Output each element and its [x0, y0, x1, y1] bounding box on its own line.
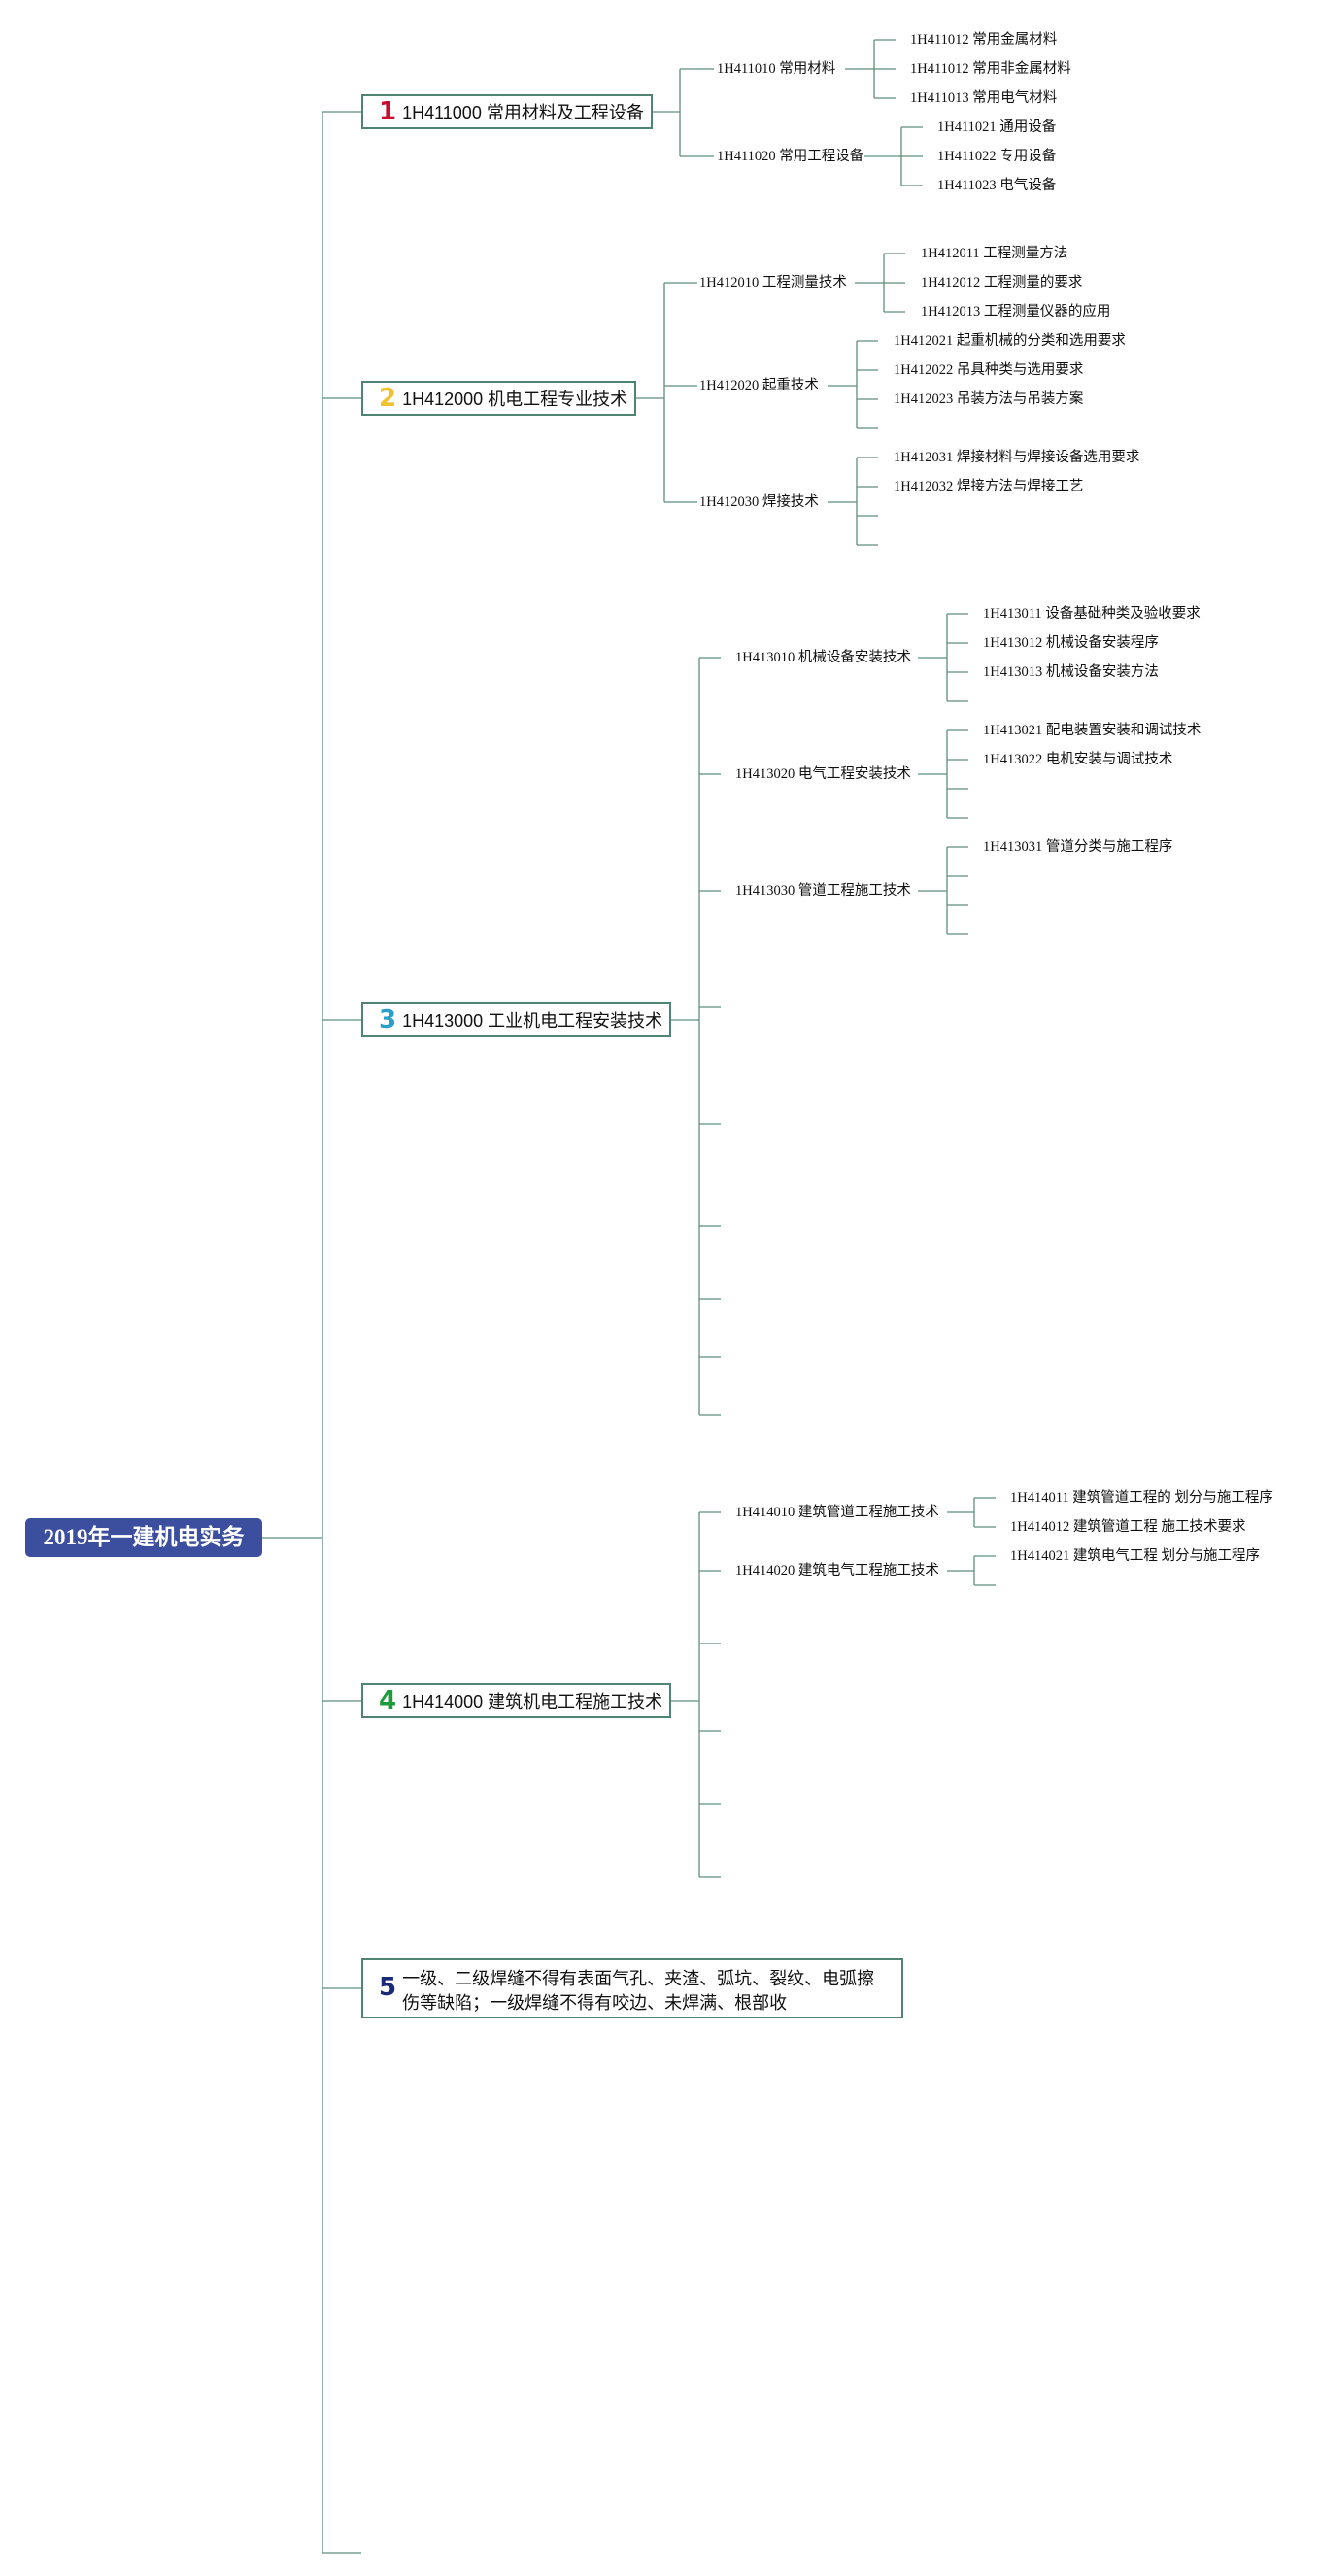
- root-node[interactable]: 2019年一建机电实务: [25, 1518, 262, 1557]
- topic-node-4[interactable]: 4 1H414000 建筑机电工程施工技术: [361, 1683, 671, 1718]
- topic-number-badge: 3: [379, 1005, 397, 1034]
- topic-number-badge: 4: [379, 1686, 397, 1715]
- leaf-node[interactable]: 1H412032 焊接方法与焊接工艺: [894, 479, 1084, 494]
- topic-number-badge: 2: [379, 384, 397, 413]
- leaf-node[interactable]: 1H413012 机械设备安装程序: [983, 635, 1159, 651]
- topic-node-2[interactable]: 2 1H412000 机电工程专业技术: [361, 381, 636, 416]
- topic-label: 一级、二级焊缝不得有表面气孔、夹渣、弧坑、裂纹、电弧擦伤等缺陷；一级焊缝不得有咬…: [402, 1969, 875, 2013]
- leaf-node[interactable]: 1H413022 电机安装与调试技术: [983, 752, 1173, 767]
- leaf-node[interactable]: 1H413031 管道分类与施工程序: [983, 839, 1173, 855]
- leaf-node[interactable]: 1H414021 建筑电气工程 划分与施工程序: [1010, 1548, 1260, 1564]
- topic-number-badge: 1: [379, 97, 397, 126]
- leaf-node[interactable]: 1H414011 建筑管道工程的 划分与施工程序: [1010, 1490, 1273, 1506]
- topic-label: 1H412000 机电工程专业技术: [402, 390, 628, 409]
- subtopic-node[interactable]: 1H411020 常用工程设备: [717, 149, 864, 164]
- subtopic-node[interactable]: 1H412030 焊接技术: [699, 494, 819, 510]
- topic-number-badge: 5: [379, 1973, 397, 2002]
- leaf-node[interactable]: 1H411012 常用非金属材料: [910, 61, 1071, 77]
- leaf-node[interactable]: 1H412011 工程测量方法: [921, 246, 1068, 261]
- leaf-node[interactable]: 1H412013 工程测量仪器的应用: [921, 304, 1111, 320]
- subtopic-node[interactable]: 1H414010 建筑管道工程施工技术: [735, 1505, 939, 1520]
- subtopic-node[interactable]: 1H412010 工程测量技术: [699, 275, 847, 290]
- subtopic-node[interactable]: 1H414020 建筑电气工程施工技术: [735, 1563, 939, 1578]
- leaf-node[interactable]: 1H413013 机械设备安装方法: [983, 664, 1159, 680]
- subtopic-node[interactable]: 1H413030 管道工程施工技术: [735, 883, 911, 898]
- leaf-node[interactable]: 1H411012 常用金属材料: [910, 32, 1058, 48]
- leaf-node[interactable]: 1H412031 焊接材料与焊接设备选用要求: [894, 450, 1140, 465]
- leaf-node[interactable]: 1H411013 常用电气材料: [910, 90, 1058, 106]
- leaf-node[interactable]: 1H412022 吊具种类与选用要求: [894, 362, 1084, 378]
- topic-label: 1H414000 建筑机电工程施工技术: [402, 1692, 663, 1712]
- topic-label: 1H413000 工业机电工程安装技术: [402, 1011, 663, 1031]
- leaf-node[interactable]: 1H411021 通用设备: [937, 119, 1057, 135]
- topic-node-1[interactable]: 1 1H411000 常用材料及工程设备: [361, 94, 653, 129]
- topic-node-3[interactable]: 3 1H413000 工业机电工程安装技术: [361, 1002, 671, 1037]
- leaf-node[interactable]: 1H412012 工程测量的要求: [921, 275, 1083, 290]
- leaf-node[interactable]: 1H412021 起重机械的分类和选用要求: [894, 333, 1126, 349]
- subtopic-node[interactable]: 1H413010 机械设备安装技术: [735, 650, 911, 665]
- leaf-node[interactable]: 1H412023 吊装方法与吊装方案: [894, 391, 1084, 407]
- leaf-node[interactable]: 1H414012 建筑管道工程 施工技术要求: [1010, 1519, 1246, 1535]
- topic-node-5[interactable]: 5 一级、二级焊缝不得有表面气孔、夹渣、弧坑、裂纹、电弧擦伤等缺陷；一级焊缝不得…: [361, 1958, 903, 2018]
- leaf-node[interactable]: 1H413011 设备基础种类及验收要求: [983, 606, 1201, 622]
- leaf-node[interactable]: 1H413021 配电装置安装和调试技术: [983, 723, 1202, 738]
- leaf-node[interactable]: 1H411022 专用设备: [937, 149, 1057, 164]
- topic-label: 1H411000 常用材料及工程设备: [402, 103, 644, 122]
- subtopic-node[interactable]: 1H413020 电气工程安装技术: [735, 766, 911, 782]
- subtopic-node[interactable]: 1H412020 起重技术: [699, 378, 819, 393]
- leaf-node[interactable]: 1H411023 电气设备: [937, 178, 1057, 193]
- subtopic-node[interactable]: 1H411010 常用材料: [717, 61, 836, 77]
